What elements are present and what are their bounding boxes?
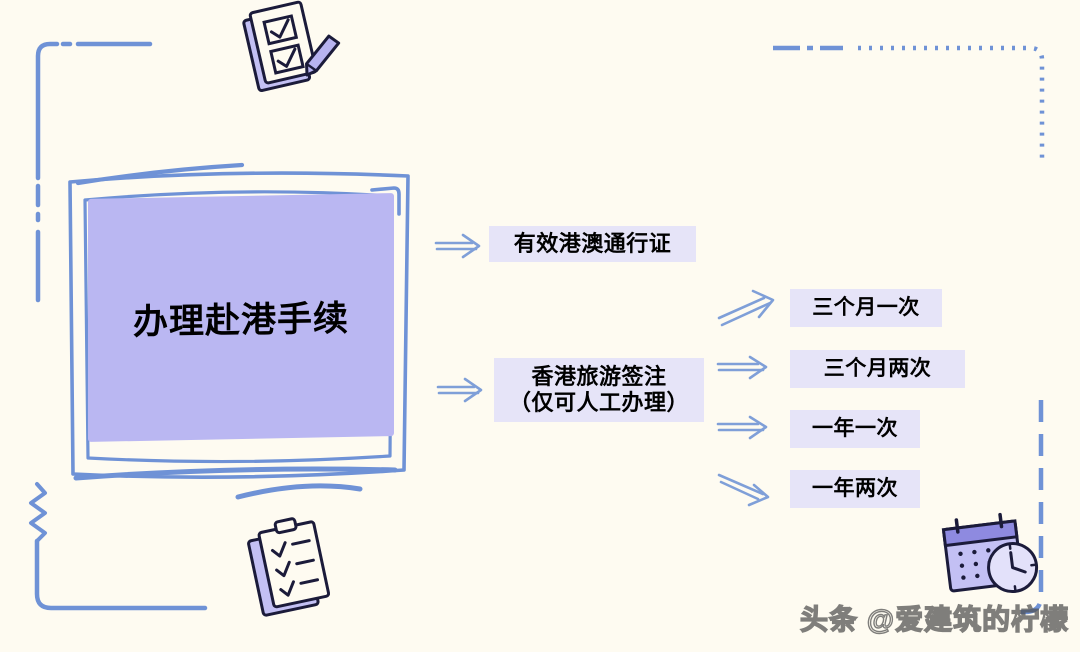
leaf-node-2-label: 一年一次 (812, 416, 898, 440)
main-node-label: 办理赴港手续 (132, 299, 349, 342)
branch-node-1-line-0: 香港旅游签注 (531, 364, 667, 390)
watermark-text: 头条 @爱建筑的柠檬 (799, 603, 1070, 635)
arrow-to-leaf-0-icon (717, 289, 775, 327)
arrow-to-leaf-1-icon (716, 355, 768, 380)
clipboard-checklist-icon (247, 517, 331, 617)
corner-bottom-right-icon (1010, 400, 1044, 615)
leaf-node-0-label: 三个月一次 (812, 295, 920, 319)
leaf-node-1[interactable]: 三个月两次 (790, 350, 965, 388)
branch-node-1-line-1: （仅可人工办理） (508, 390, 689, 415)
branch-node-0-line-0: 有效港澳通行证 (513, 231, 672, 257)
leaf-node-3-label: 一年两次 (812, 476, 898, 500)
calendar-clock-icon (941, 512, 1039, 594)
leaf-node-1-label: 三个月两次 (823, 356, 932, 380)
corner-bottom-left-icon (29, 482, 208, 611)
main-node[interactable]: 办理赴港手续 (88, 193, 394, 442)
branch-node-0[interactable]: 有效港澳通行证 (489, 226, 696, 262)
leaf-node-2[interactable]: 一年一次 (790, 410, 920, 448)
checklist-form-pencil-icon (242, 0, 341, 93)
arrow-to-leaf-3-icon (717, 473, 770, 507)
arrow-to-branch-0-icon (434, 233, 481, 259)
leaf-node-3[interactable]: 一年两次 (790, 470, 920, 508)
branch-node-1[interactable]: 香港旅游签注 （仅可人工办理） (494, 358, 704, 422)
arrow-to-branch-1-icon (436, 377, 483, 403)
arrow-to-leaf-2-icon (716, 415, 768, 440)
leaf-node-0[interactable]: 三个月一次 (790, 289, 942, 327)
corner-top-right-icon (773, 45, 1045, 162)
